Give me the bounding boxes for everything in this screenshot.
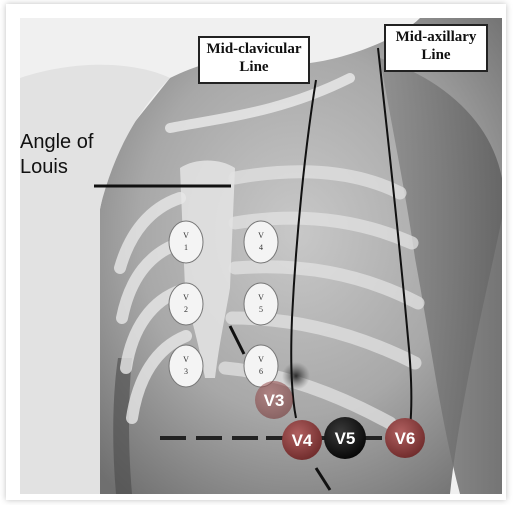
mid-axillary-label-line1: Mid-axillary	[390, 28, 482, 46]
svg-text:1: 1	[184, 243, 188, 252]
mid-axillary-label: Mid-axillary Line	[384, 24, 488, 72]
svg-text:V: V	[183, 355, 189, 364]
svg-text:V3: V3	[264, 391, 285, 410]
sternal-position-v3: V 3	[169, 345, 203, 387]
svg-text:V4: V4	[292, 431, 313, 450]
mid-clavicular-label: Mid-clavicular Line	[198, 36, 310, 84]
svg-text:6: 6	[259, 367, 263, 376]
angle-of-louis-line1: Angle of	[20, 130, 93, 155]
svg-text:V5: V5	[335, 429, 356, 448]
mid-clavicular-label-line1: Mid-clavicular	[204, 40, 304, 58]
svg-text:4: 4	[259, 243, 263, 252]
sternal-position-v1: V 1	[169, 221, 203, 263]
svg-text:V: V	[183, 293, 189, 302]
lead-v3: V3	[255, 381, 293, 419]
sternal-position-v2: V 2	[169, 283, 203, 325]
image-frame: V 1 V 2 V 3 V 4 V 5	[6, 4, 506, 500]
angle-of-louis-label: Angle of Louis	[20, 130, 93, 180]
sternal-position-v5: V 5	[244, 283, 278, 325]
lead-v4: V4	[282, 420, 322, 460]
ecg-lead-placement-figure: V 1 V 2 V 3 V 4 V 5	[20, 18, 502, 494]
svg-text:V: V	[258, 355, 264, 364]
angle-of-louis-line2: Louis	[20, 155, 93, 180]
svg-text:V: V	[258, 231, 264, 240]
svg-text:3: 3	[184, 367, 188, 376]
svg-text:5: 5	[259, 305, 263, 314]
mid-clavicular-label-line2: Line	[204, 58, 304, 76]
lead-v6: V6	[385, 418, 425, 458]
svg-text:V: V	[183, 231, 189, 240]
mid-axillary-label-line2: Line	[390, 46, 482, 64]
svg-text:V6: V6	[395, 429, 416, 448]
svg-text:2: 2	[184, 305, 188, 314]
sternal-position-v6: V 6	[244, 345, 278, 387]
lead-v5: V5	[324, 417, 366, 459]
svg-text:V: V	[258, 293, 264, 302]
chest-illustration: V 1 V 2 V 3 V 4 V 5	[20, 18, 502, 494]
sternal-position-v4: V 4	[244, 221, 278, 263]
